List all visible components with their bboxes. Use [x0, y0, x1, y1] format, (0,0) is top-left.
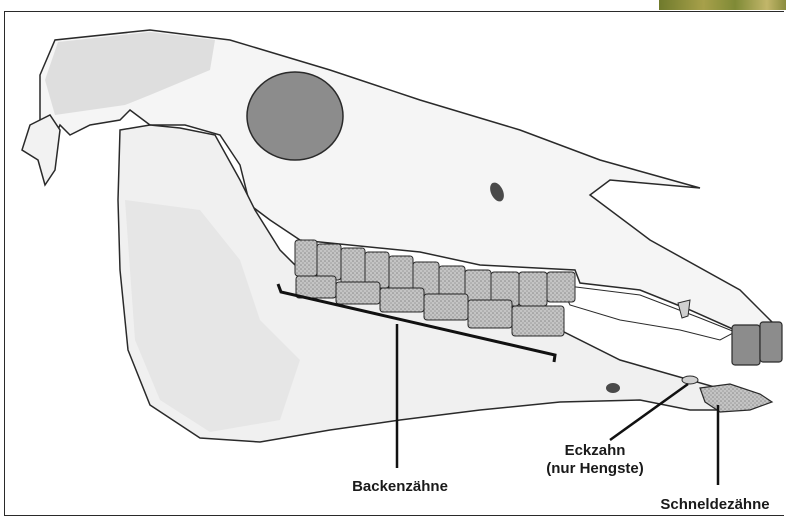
occipital-condyle [22, 115, 60, 185]
label-incisors: Schneldezähne [646, 496, 784, 514]
label-canine-line2: (nur Hengste) [525, 460, 665, 478]
label-canine: Eckzahn (nur Hengste) [525, 442, 665, 478]
label-cheek-teeth: Backenzähne [335, 478, 465, 496]
label-canine-line1: Eckzahn [525, 442, 665, 460]
lower-canine [682, 376, 698, 384]
upper-incisors [732, 322, 782, 365]
mental-foramen [606, 383, 620, 393]
orbit [247, 72, 343, 160]
